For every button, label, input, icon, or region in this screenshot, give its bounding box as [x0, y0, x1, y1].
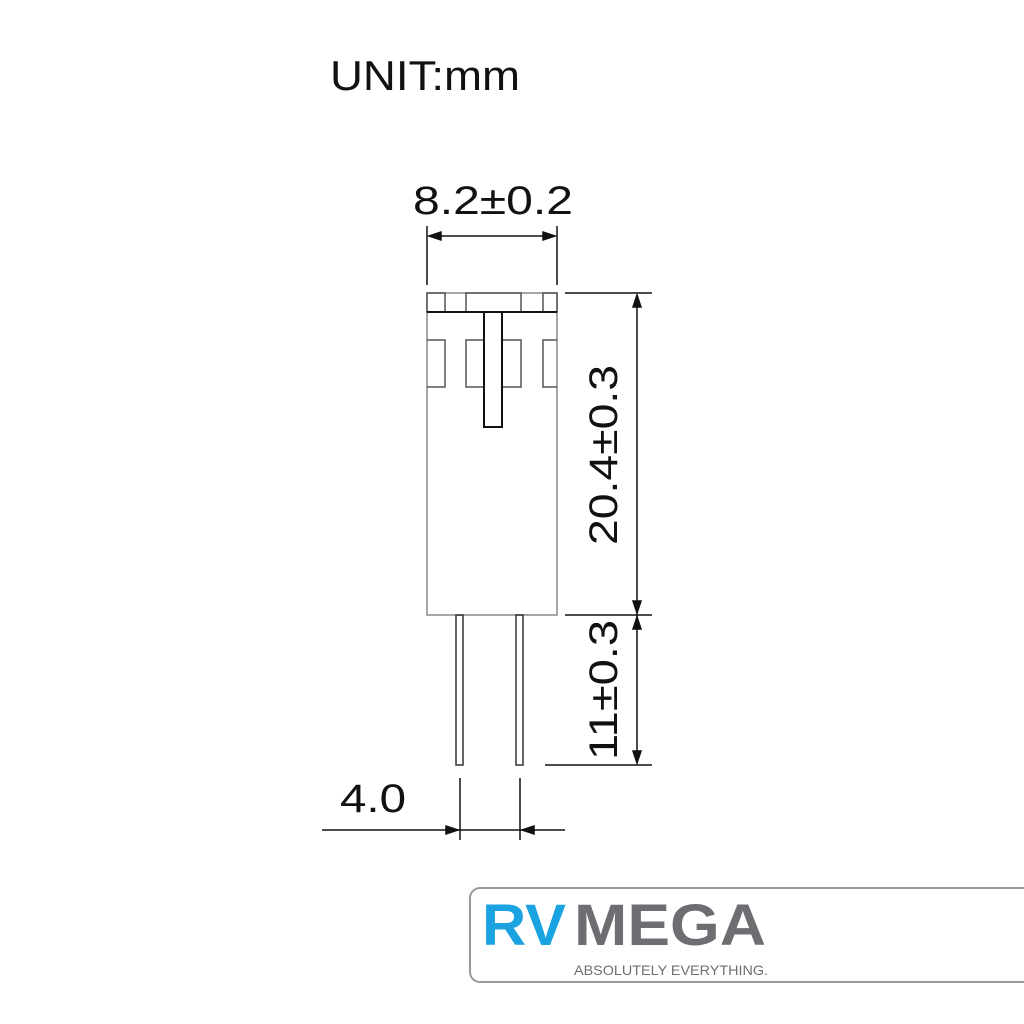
logo-tagline: ABSOLUTELY EVERYTHING.: [574, 962, 768, 978]
height-dimensions: [545, 292, 652, 766]
width-label: 8.2±0.2: [413, 179, 573, 223]
unit-label: UNIT:mm: [330, 52, 520, 99]
lead-spacing-dimension: [322, 778, 565, 840]
rvmega-logo: RV MEGA ABSOLUTELY EVERYTHING.: [469, 887, 1024, 983]
logo-mega: MEGA: [574, 893, 766, 958]
body-height-label: 20.4±0.3: [582, 365, 626, 545]
component-body: [426, 292, 558, 616]
width-dimension: [426, 226, 558, 285]
component-leads: [455, 614, 524, 766]
lead-spacing-label: 4.0: [340, 777, 406, 821]
lead-length-label: 11±0.3: [582, 620, 626, 760]
logo-rv: RV: [482, 893, 566, 958]
